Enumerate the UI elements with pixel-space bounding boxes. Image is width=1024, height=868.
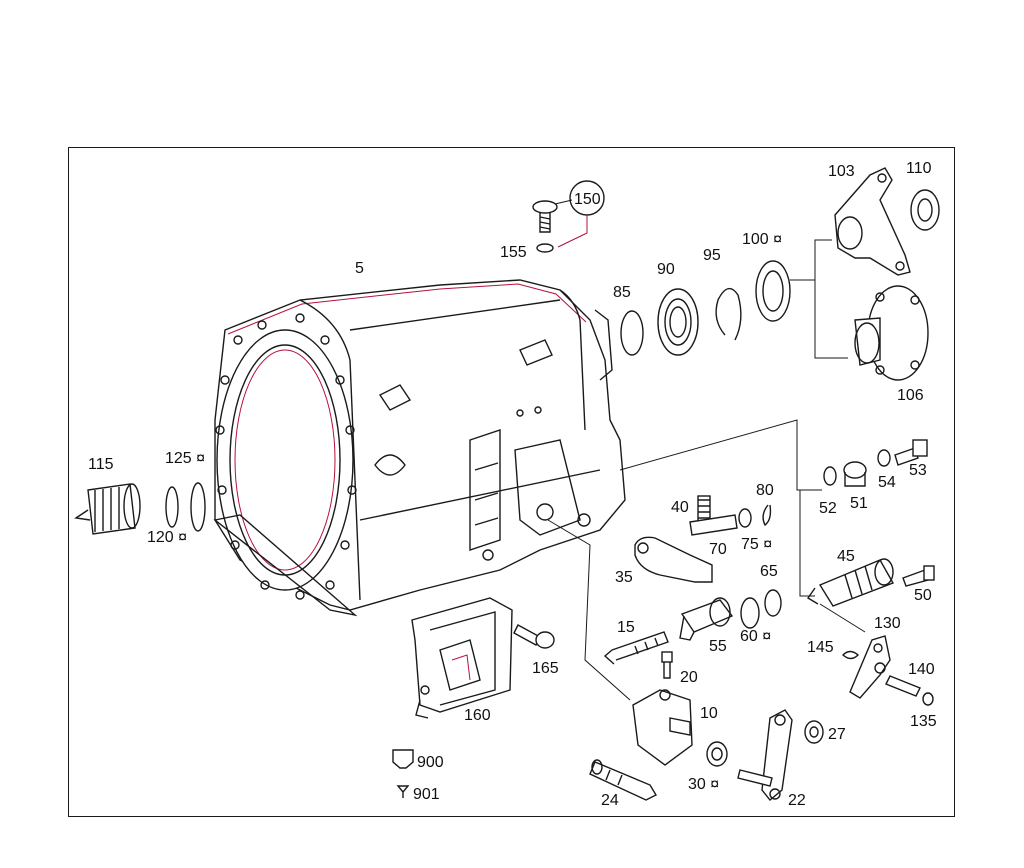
part-110-nut — [910, 189, 940, 231]
callout-135: 135 — [910, 713, 937, 730]
callout-50: 50 — [914, 587, 932, 604]
callout-10: 10 — [700, 705, 718, 722]
callout-54: 54 — [878, 474, 896, 491]
callout-30: 30 ¤ — [688, 776, 719, 793]
part-10-valve-lever — [632, 689, 693, 766]
part-130-bracket — [849, 635, 891, 699]
part-80-clip — [762, 504, 772, 527]
callout-40: 40 — [671, 499, 689, 516]
callout-900: 900 — [417, 754, 444, 771]
part-70-pin — [689, 514, 738, 536]
part-60-o-ring — [740, 597, 760, 629]
callout-labels: 5 150 155 85 90 95 100 ¤ 103 110 106 115… — [88, 160, 937, 809]
callout-52: 52 — [819, 500, 837, 517]
callout-70: 70 — [709, 541, 727, 558]
callout-65: 65 — [760, 563, 778, 580]
part-85-seal-ring — [620, 310, 644, 356]
callout-145: 145 — [807, 639, 834, 656]
part-901-pin — [396, 785, 410, 798]
callout-27: 27 — [828, 726, 846, 743]
part-100-shaft-seal — [755, 260, 791, 322]
callout-115: 115 — [88, 456, 114, 473]
part-106-output-flange — [854, 285, 929, 381]
part-55-selector-shaft — [679, 597, 734, 641]
callout-20: 20 — [680, 669, 698, 686]
callout-130: 130 — [874, 615, 901, 632]
transmission-housing — [213, 279, 626, 617]
part-75-o-ring — [738, 508, 752, 528]
callout-55: 55 — [709, 638, 727, 655]
part-45-connector-sleeve — [806, 558, 895, 607]
part-20-screw — [661, 651, 673, 679]
callout-53: 53 — [909, 462, 927, 479]
callout-95: 95 — [703, 247, 721, 264]
callout-85: 85 — [613, 284, 631, 301]
part-103-flange — [834, 167, 911, 276]
part-52-o-ring — [823, 466, 837, 486]
callout-901: 901 — [413, 786, 440, 803]
callout-100: 100 ¤ — [742, 231, 782, 248]
part-125-ring — [190, 482, 206, 532]
part-115-speed-sensor-gear — [74, 483, 141, 535]
part-35-lever — [634, 536, 713, 583]
callout-24: 24 — [601, 792, 619, 809]
part-120-ring — [165, 486, 179, 528]
callout-45: 45 — [837, 548, 855, 565]
part-27-nut — [804, 720, 824, 744]
part-140-pin — [885, 675, 921, 697]
callout-106: 106 — [897, 387, 924, 404]
part-54-washer — [877, 449, 891, 467]
callout-120: 120 ¤ — [147, 529, 187, 546]
part-135-washer — [922, 692, 934, 706]
callout-150: 150 — [574, 191, 601, 208]
callout-90: 90 — [657, 261, 675, 278]
part-50-bolt — [902, 565, 935, 587]
callout-80: 80 — [756, 482, 774, 499]
callout-15: 15 — [617, 619, 635, 636]
callout-75: 75 ¤ — [741, 536, 772, 553]
callout-155: 155 — [500, 244, 527, 261]
callout-165: 165 — [532, 660, 559, 677]
part-30-bushing — [706, 741, 728, 767]
callout-160: 160 — [464, 707, 491, 724]
diagram-frame — [68, 147, 955, 817]
callout-51: 51 — [850, 495, 868, 512]
part-150-screw — [532, 200, 558, 253]
part-51-plug — [843, 461, 867, 487]
callout-35: 35 — [615, 569, 633, 586]
callout-103: 103 — [828, 163, 855, 180]
callout-5: 5 — [355, 260, 364, 277]
part-65-circlip — [764, 589, 782, 617]
part-22-lever — [737, 709, 793, 801]
part-90-bearing — [657, 288, 699, 356]
part-95-circlip — [715, 287, 742, 341]
part-24-shaft — [589, 759, 657, 801]
callout-140: 140 — [908, 661, 935, 678]
callout-22: 22 — [788, 792, 806, 809]
callout-110: 110 — [906, 160, 932, 177]
part-900-clip — [392, 749, 414, 769]
callout-125: 125 ¤ — [165, 450, 205, 467]
part-15-rod — [603, 631, 669, 665]
callout-60: 60 ¤ — [740, 628, 771, 645]
part-165-bolt — [513, 624, 555, 649]
part-53-bolt — [894, 439, 928, 466]
part-160-valve-body — [411, 597, 513, 719]
part-145-spring — [841, 650, 860, 660]
